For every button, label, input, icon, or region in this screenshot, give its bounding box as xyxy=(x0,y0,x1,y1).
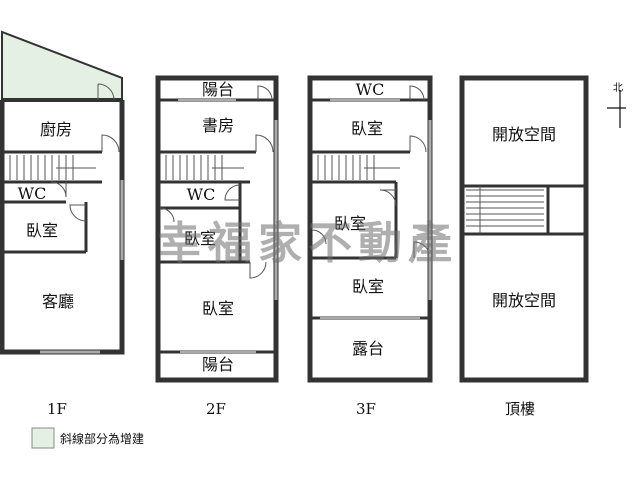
room-terrace: 露台 xyxy=(352,339,384,358)
room-living: 客廳 xyxy=(42,292,74,311)
stairs xyxy=(165,155,244,180)
addition-area xyxy=(1,30,123,101)
floor-title-3f: 3F xyxy=(356,400,376,418)
room-bedroom: 臥室 xyxy=(26,221,58,240)
floor-1f: 廚房 WC 臥室 客廳 1F xyxy=(0,30,125,418)
room-open-bottom: 開放空間 xyxy=(492,291,556,310)
room-open-top: 開放空間 xyxy=(492,125,556,144)
watermark: 幸福家不動產 xyxy=(158,218,458,269)
floor-roof: 開放空間 開放空間 頂樓 xyxy=(459,75,589,418)
floor-title-2f: 2F xyxy=(206,400,226,418)
room-kitchen: 廚房 xyxy=(40,120,72,139)
north-arrow-icon: 北 xyxy=(607,82,626,128)
floor-3f: WC 臥室 臥室 臥室 露台 3F xyxy=(307,75,433,418)
floor-2f: 陽台 書房 WC 臥室 臥室 陽台 2F xyxy=(155,75,279,418)
floor-title-roof: 頂樓 xyxy=(505,400,535,418)
room-wc: WC xyxy=(187,185,216,204)
room-bedroom-mid: 臥室 xyxy=(334,214,366,233)
room-balcony-bottom: 陽台 xyxy=(202,355,234,374)
room-wc: WC xyxy=(18,184,47,203)
wall-outline xyxy=(459,75,589,383)
north-label: 北 xyxy=(613,82,623,94)
stairs xyxy=(317,155,400,180)
floor-title-1f: 1F xyxy=(47,400,67,418)
stairs xyxy=(9,155,96,180)
room-bedroom-top: 臥室 xyxy=(351,119,383,138)
legend-text: 斜線部分為增建 xyxy=(60,431,144,446)
room-balcony-top: 陽台 xyxy=(202,80,234,99)
room-bedroom-small: 臥室 xyxy=(184,229,216,248)
legend: 斜線部分為增建 xyxy=(31,427,144,449)
room-bedroom-low: 臥室 xyxy=(352,277,384,296)
room-wc: WC xyxy=(356,80,385,99)
room-study: 書房 xyxy=(202,116,234,135)
stairs xyxy=(466,186,544,234)
room-bedroom: 臥室 xyxy=(202,299,234,318)
legend-swatch xyxy=(31,427,55,449)
